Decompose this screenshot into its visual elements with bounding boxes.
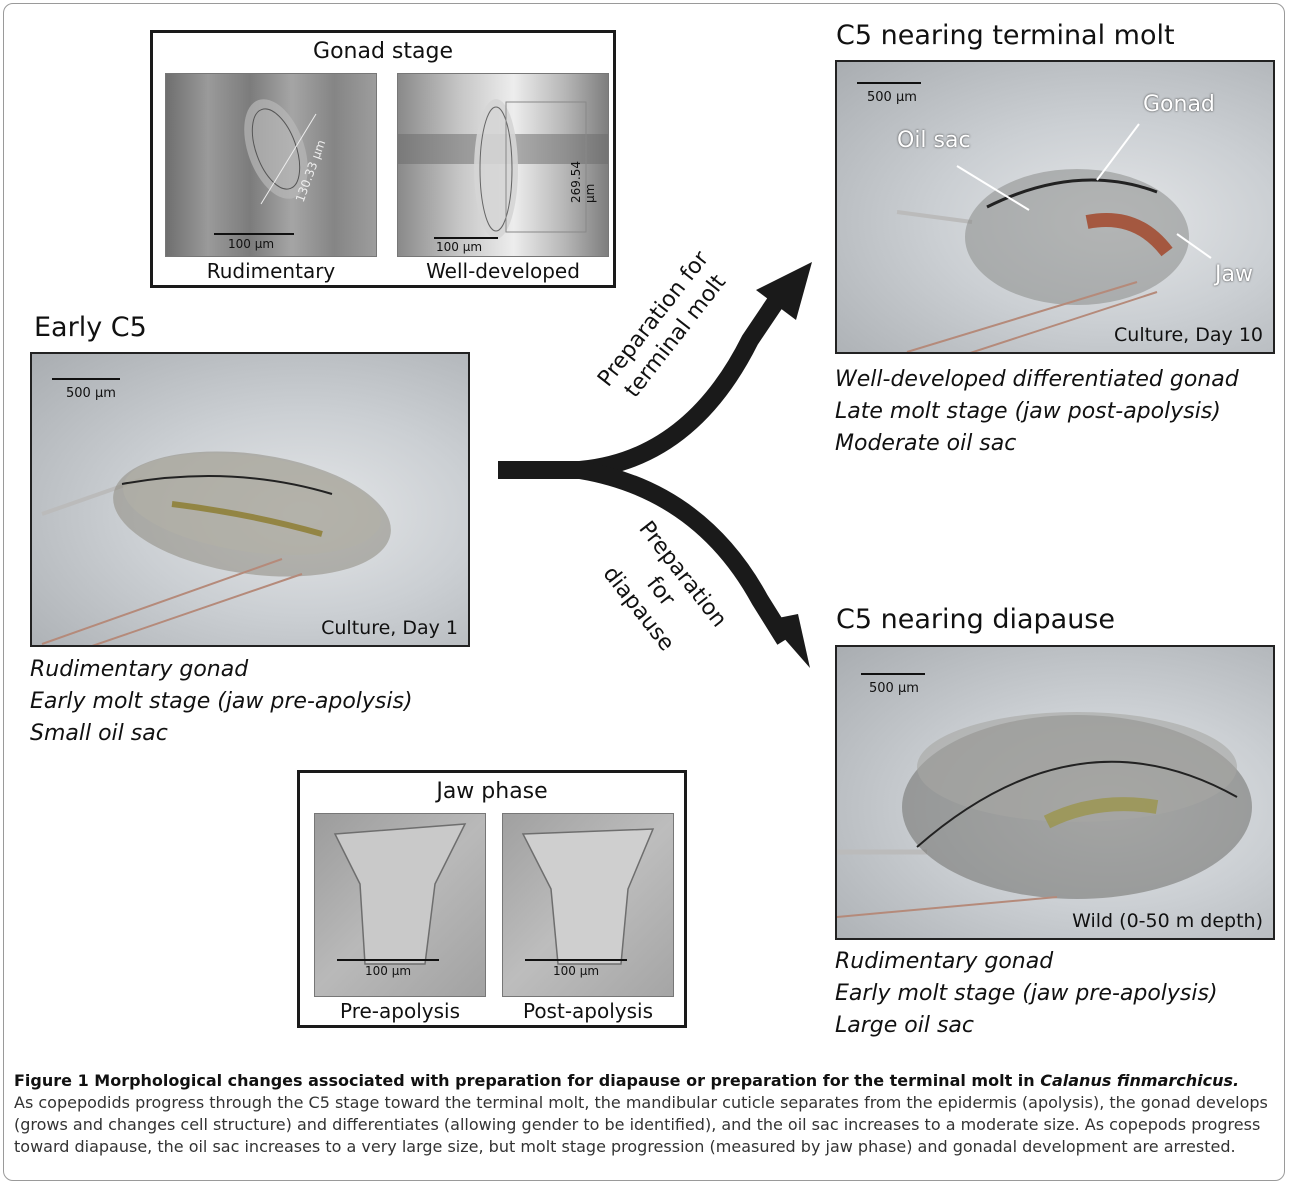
- terminal-trait-2: Late molt stage (jaw post-apolysis): [835, 396, 1221, 428]
- diapause-scale-text: 500 µm: [869, 681, 919, 696]
- terminal-heading: C5 nearing terminal molt: [836, 20, 1175, 51]
- diapause-trait-1: Rudimentary gonad: [835, 946, 1053, 978]
- terminal-scale-text: 500 µm: [867, 90, 917, 105]
- diapause-trait-2: Early molt stage (jaw pre-apolysis): [835, 978, 1218, 1010]
- jaw-pre-apolysis-image: 100 µm: [314, 813, 486, 997]
- diapause-photo: 500 µm Wild (0-50 m depth): [835, 645, 1275, 940]
- terminal-trait-1: Well-developed differentiated gonad: [835, 364, 1239, 396]
- terminal-scalebar: [857, 82, 921, 84]
- diapause-trait-3: Large oil sac: [835, 1010, 974, 1042]
- jaw-pre-apolysis-label: Pre-apolysis: [314, 999, 486, 1023]
- jaw-phase-panel: Jaw phase 100 µm 100 µm Pre-apolysis Pos…: [297, 770, 687, 1028]
- terminal-label-jaw: Jaw: [1215, 262, 1253, 287]
- jaw-post-apolysis-label: Post-apolysis: [502, 999, 674, 1023]
- terminal-photo: 500 µm Oil sac Gonad Jaw Culture, Day 10: [835, 60, 1275, 354]
- terminal-label-oil-sac: Oil sac: [897, 128, 971, 153]
- terminal-label-gonad: Gonad: [1143, 92, 1215, 117]
- terminal-trait-3: Moderate oil sac: [835, 428, 1016, 460]
- terminal-caption: Culture, Day 10: [1114, 324, 1263, 346]
- jaw-pre-apolysis-scale: 100 µm: [365, 964, 411, 978]
- jaw-post-apolysis-image: 100 µm: [502, 813, 674, 997]
- jaw-phase-title: Jaw phase: [300, 779, 684, 804]
- diapause-caption: Wild (0-50 m depth): [1072, 910, 1263, 932]
- jaw-post-apolysis-scale: 100 µm: [553, 964, 599, 978]
- figure-caption: Figure 1 Morphological changes associate…: [14, 1070, 1276, 1158]
- diapause-heading: C5 nearing diapause: [836, 604, 1115, 635]
- figure-caption-body: As copepodids progress through the C5 st…: [14, 1093, 1268, 1156]
- figure-caption-species: Calanus finmarchicus.: [1040, 1071, 1239, 1090]
- diapause-scalebar: [861, 673, 925, 675]
- figure-caption-title: Figure 1 Morphological changes associate…: [14, 1071, 1040, 1090]
